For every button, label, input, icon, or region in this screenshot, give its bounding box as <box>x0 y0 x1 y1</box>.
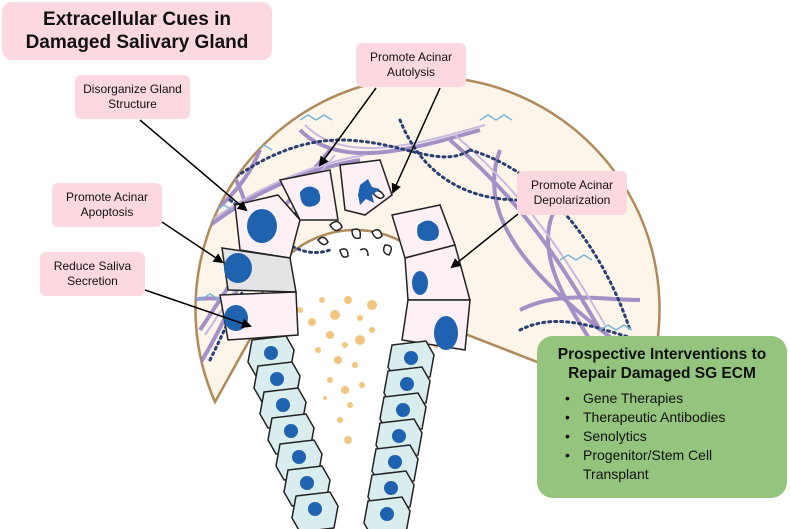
interventions-panel: Prospective Interventions to Repair Dama… <box>537 336 787 498</box>
duct-cell-nucleus <box>276 398 290 412</box>
label-depolarization: Promote Acinar Depolarization <box>517 171 627 215</box>
secretion-granule <box>352 362 358 368</box>
secretion-granule <box>308 318 316 326</box>
arrows <box>139 87 519 329</box>
secretion-granule <box>347 402 353 408</box>
autolysis-fragments <box>317 189 392 258</box>
duct-cell-nucleus <box>384 481 398 495</box>
ducts <box>247 335 435 529</box>
secretion-granule <box>342 342 348 348</box>
page-title: Extracellular Cues in Damaged Salivary G… <box>2 2 272 60</box>
secretion-granule <box>326 331 334 339</box>
interventions-title: Prospective Interventions to Repair Dama… <box>557 346 767 382</box>
secretion-granule <box>319 297 325 303</box>
label-saliva: Reduce Saliva Secretion <box>40 252 145 296</box>
secretion-granule <box>341 386 349 394</box>
duct-cell-nucleus <box>264 346 278 360</box>
duct-cell-nucleus <box>392 429 406 443</box>
duct-cell-nucleus <box>404 351 418 365</box>
interventions-list: Gene Therapies Therapeutic Antibodies Se… <box>547 389 777 484</box>
secretion-granule <box>297 307 303 313</box>
secretion-granule <box>334 356 342 364</box>
nuclei <box>224 179 458 350</box>
arrow-apoptosis <box>161 221 224 264</box>
duct-cell-nucleus <box>388 455 402 469</box>
arrow-disorganize <box>139 119 248 212</box>
arrow-saliva <box>144 289 252 329</box>
secretion-granule <box>323 396 327 400</box>
label-autolysis: Promote Acinar Autolysis <box>356 43 466 87</box>
label-disorganize: Disorganize Gland Structure <box>75 75 190 119</box>
intervention-item: Senolytics <box>565 427 777 446</box>
duct-cell-nucleus <box>292 450 306 464</box>
duct-cell-nucleus <box>380 507 394 521</box>
duct-cell-nucleus <box>300 476 314 490</box>
duct-cell-nucleus <box>396 403 410 417</box>
duct-cell-nucleus <box>270 372 284 386</box>
duct-cell-nucleus <box>308 502 322 516</box>
arrow-autolysis-2 <box>391 87 441 194</box>
secretion-granule <box>344 296 352 304</box>
intervention-item: Therapeutic Antibodies <box>565 408 777 427</box>
label-apoptosis: Promote Acinar Apoptosis <box>52 183 162 227</box>
duct-cell-nucleus <box>284 424 298 438</box>
duct-cell-nucleus <box>400 377 414 391</box>
secretion-granule <box>357 315 363 321</box>
intervention-item: Progenitor/Stem Cell Transplant <box>565 446 777 484</box>
secretion-granule <box>337 417 343 423</box>
secretion-granule <box>355 335 365 345</box>
intervention-item: Gene Therapies <box>565 389 777 408</box>
arrow-autolysis-1 <box>318 87 377 167</box>
secretion-granule <box>315 347 321 353</box>
secretion-granule <box>344 436 352 444</box>
secretion-granule <box>327 377 333 383</box>
arrow-depolarization <box>450 213 519 269</box>
secretion-granule <box>330 310 340 320</box>
secretion-granule <box>359 382 365 388</box>
secretion-granule <box>369 327 375 333</box>
secretion-granule <box>367 300 377 310</box>
